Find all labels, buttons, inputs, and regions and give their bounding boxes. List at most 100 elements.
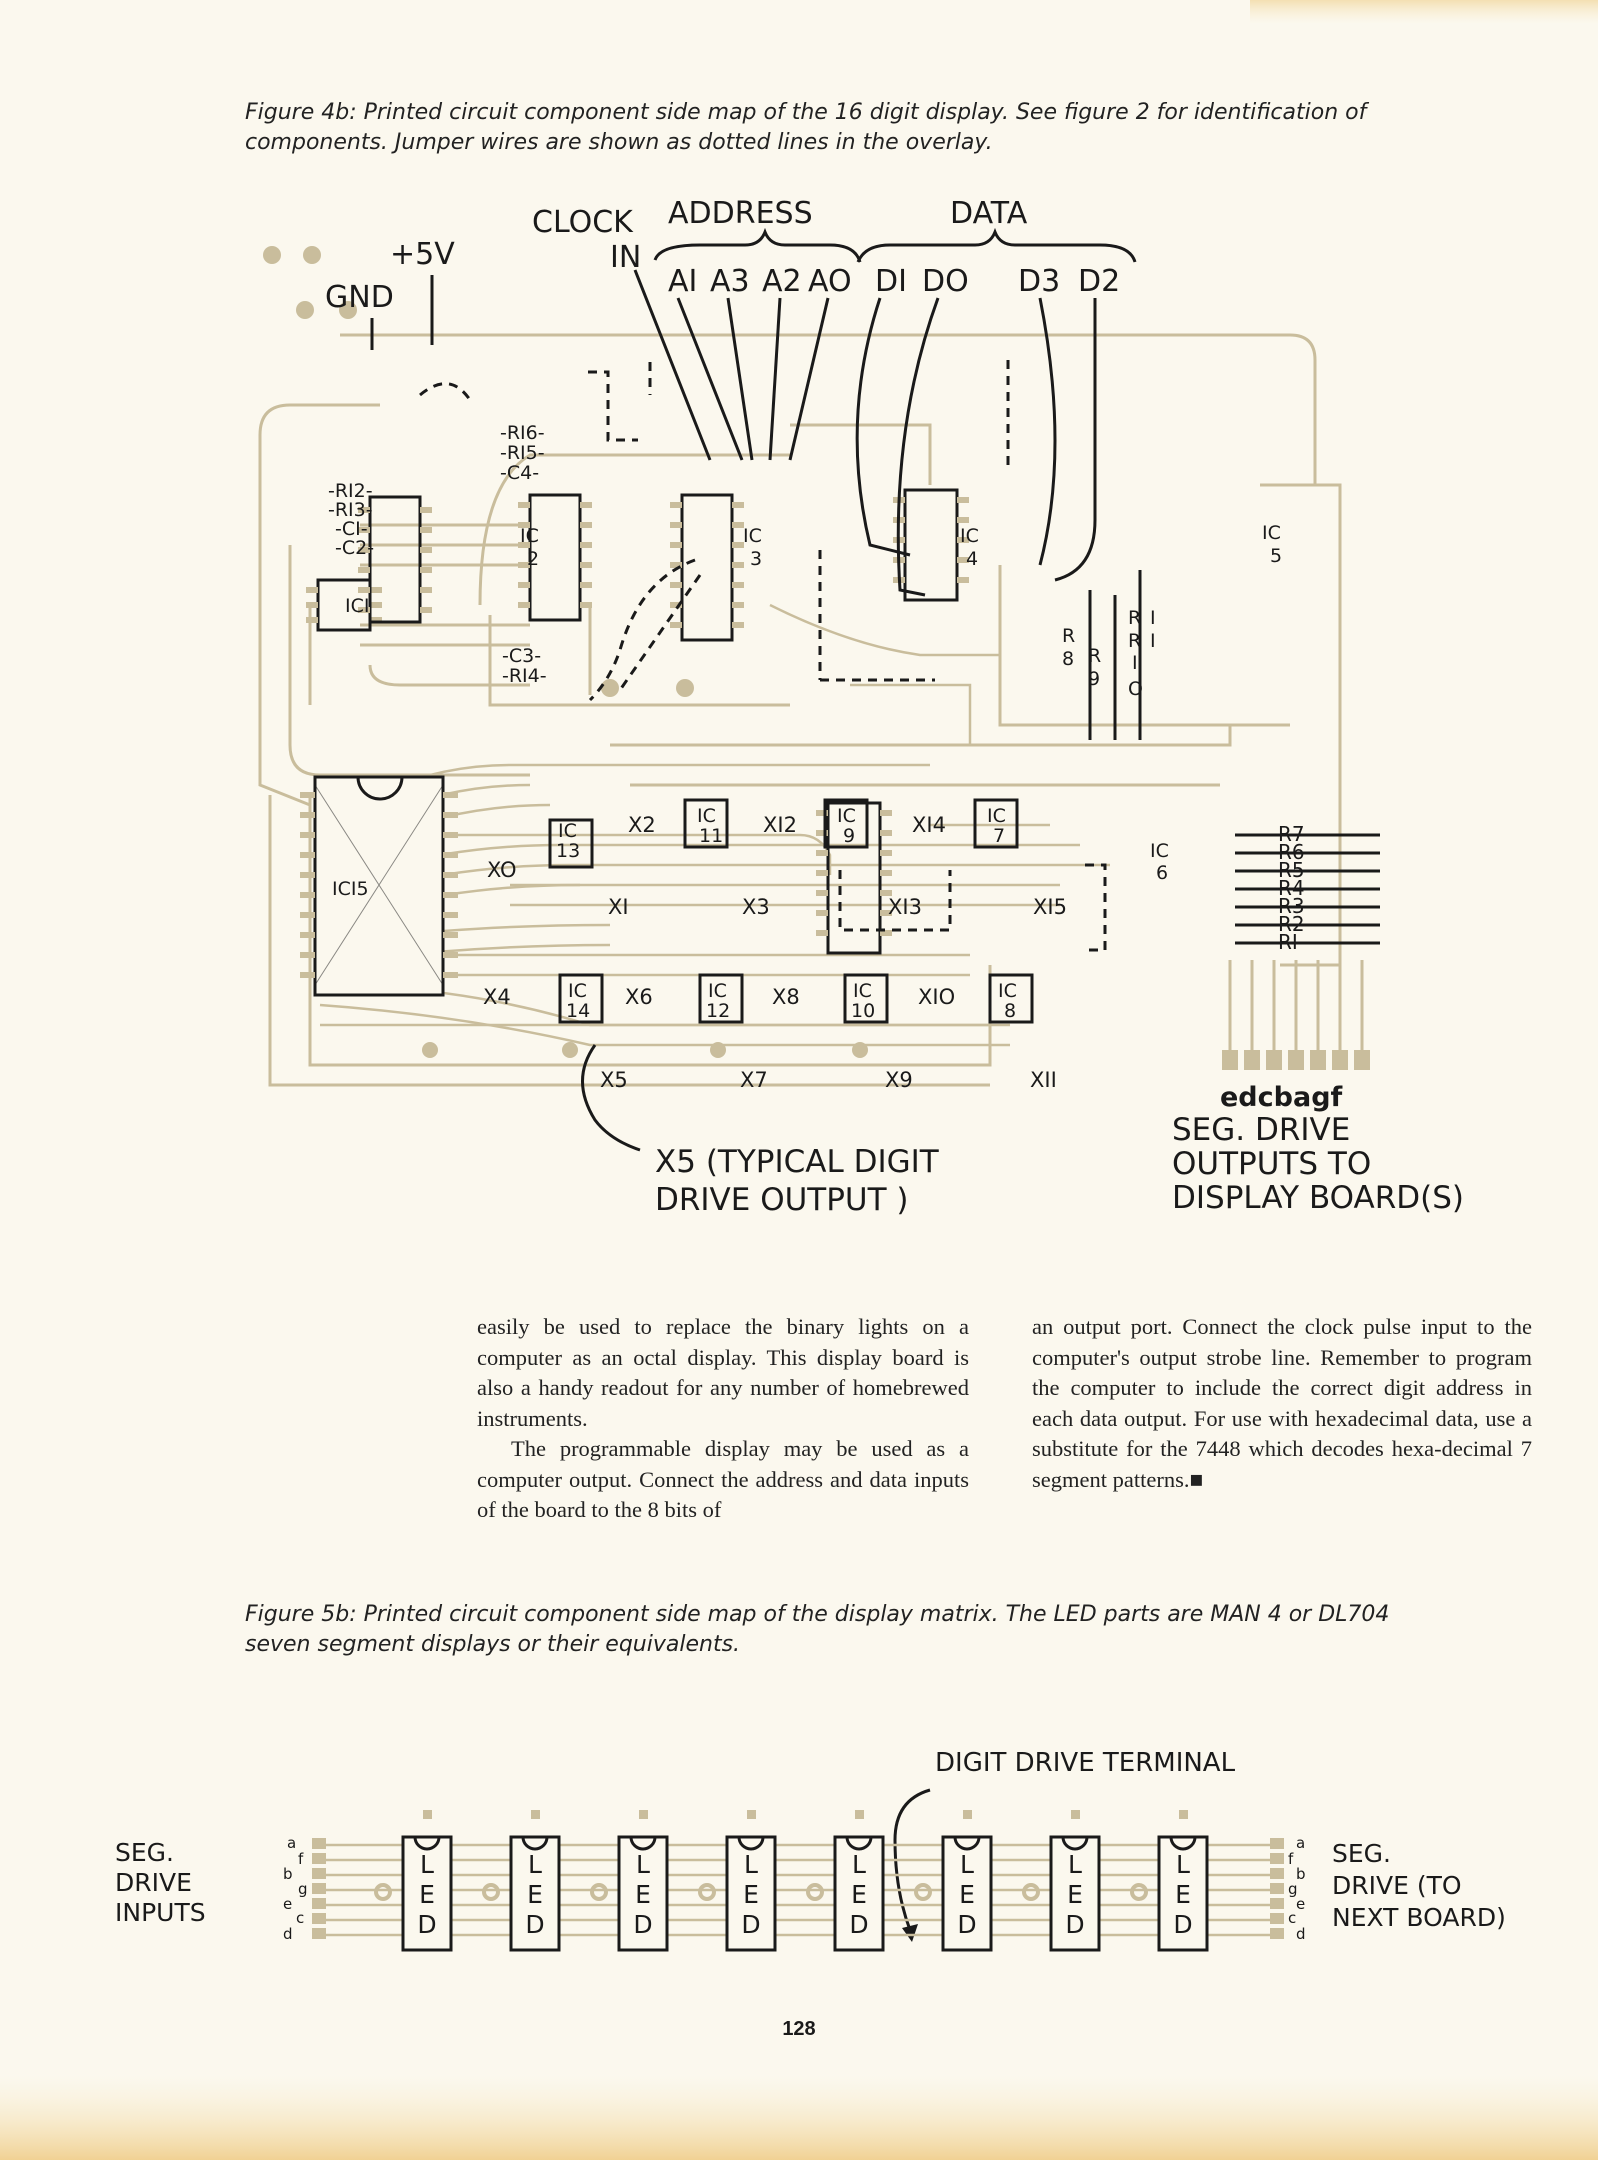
seg-inputs-line-3: INPUTS (115, 1898, 206, 1927)
label-c4: -C4- (500, 462, 540, 484)
led-label-letter: L (960, 1850, 974, 1879)
label-ic9-b: 9 (843, 825, 856, 847)
label-r13: -RI3- (328, 499, 373, 521)
page-number: 128 (782, 2018, 816, 2040)
ic10-chip (843, 973, 889, 1024)
label-ic8-a: IC (998, 980, 1017, 1002)
label-seg-letters: edcbagf (1220, 1082, 1343, 1113)
led-notch (845, 1836, 873, 1851)
label-d0: DO (922, 264, 969, 299)
led-label-letter: D (633, 1910, 652, 1939)
seg-drive-line-2: OUTPUTS TO (1172, 1146, 1372, 1182)
led-digit-package (1157, 1835, 1209, 1952)
label-r8-b: 8 (1062, 648, 1075, 670)
digit-drive-via (1022, 1883, 1040, 1901)
label-x13: XI3 (888, 895, 922, 919)
label-a2: A2 (762, 264, 802, 299)
top-pad (423, 1810, 432, 1819)
label-d3: D3 (1018, 264, 1061, 299)
label-ic11-b: 11 (699, 825, 724, 847)
label-d2: D2 (1078, 264, 1121, 299)
label-ic1: ICI (345, 595, 370, 617)
label-ic6-b: 6 (1156, 862, 1169, 884)
article-left-column: easily be used to replace the binary lig… (477, 1312, 969, 1526)
led-digit-package (941, 1835, 993, 1952)
ic2-chip (358, 495, 432, 624)
top-pad (639, 1810, 648, 1819)
seg-inputs-line-2: DRIVE (115, 1868, 192, 1897)
ic8-chip (988, 973, 1034, 1024)
label-plus5v: +5V (390, 237, 455, 272)
right-pin-pads (1270, 1838, 1284, 1939)
led-label-letter: D (1065, 1910, 1084, 1939)
ic4-chip (670, 493, 744, 642)
digit-drive-via (374, 1883, 392, 1901)
led-label-letter: D (849, 1910, 868, 1939)
led-label-letter: E (1175, 1880, 1191, 1909)
right-pin-letter: d (1296, 1925, 1306, 1943)
label-d1: DI (875, 264, 907, 299)
label-x2: X2 (628, 813, 656, 837)
left-pin-letter: e (283, 1895, 292, 1913)
led-digit-package (617, 1835, 669, 1952)
digit-drive-via (806, 1883, 824, 1901)
seg-drive-line-1: SEG. DRIVE (1172, 1112, 1351, 1148)
x5-note-line-2: DRIVE OUTPUT ) (655, 1182, 909, 1218)
left-pin-letter: c (296, 1909, 304, 1927)
label-ic13-b: 13 (556, 840, 581, 862)
left-pin-letter: a (287, 1834, 296, 1852)
led-label-letter: L (744, 1850, 758, 1879)
label-x12: XI2 (763, 813, 797, 837)
right-pin-letter: c (1288, 1909, 1296, 1927)
label-a3: A3 (710, 264, 750, 299)
label-r14: -RI4- (502, 665, 547, 687)
label-r10-a: R (1128, 630, 1142, 652)
label-ic14-a: IC (568, 980, 587, 1002)
digit-drive-via (914, 1883, 932, 1901)
label-ic14-b: 14 (566, 1000, 591, 1022)
label-r12: -RI2- (328, 480, 373, 502)
figure-4b-circuit-map (258, 246, 1342, 1087)
label-ic12-b: 12 (706, 1000, 731, 1022)
label-ic4-b: 4 (966, 548, 979, 570)
label-c1: -CI- (335, 518, 368, 540)
label-gnd: GND (325, 280, 394, 315)
top-pad (1179, 1810, 1188, 1819)
ic9-chip (823, 798, 869, 849)
article-left-paragraph-2: The programmable display may be used as … (477, 1436, 969, 1522)
label-x14: XI4 (912, 813, 946, 837)
label-x15: XI5 (1033, 895, 1067, 919)
right-pin-letter: f (1288, 1850, 1294, 1868)
label-x0: XO (487, 858, 517, 882)
seg-inputs-line-1: SEG. (115, 1838, 174, 1867)
led-label-letter: E (959, 1880, 975, 1909)
ic11-chip (683, 798, 729, 849)
label-r15: -RI5- (500, 442, 545, 464)
left-pin-letter: d (283, 1925, 293, 1943)
right-pin-letter: a (1296, 1834, 1305, 1852)
seg-drive-inputs-label: SEG. DRIVE INPUTS (115, 1838, 206, 1928)
ic15-chip (300, 775, 458, 997)
label-ic3-a: IC (743, 525, 762, 547)
top-pad (531, 1810, 540, 1819)
top-pad (1071, 1810, 1080, 1819)
digit-drive-via (698, 1883, 716, 1901)
left-pin-letter: b (283, 1865, 293, 1883)
figure-5b-caption: Figure 5b: Printed circuit component sid… (245, 1602, 1390, 1657)
led-digit-package (725, 1835, 777, 1952)
left-pin-letter: g (298, 1880, 308, 1898)
led-label-letter: E (419, 1880, 435, 1909)
digit-drive-via (482, 1883, 500, 1901)
label-x3: X3 (742, 895, 770, 919)
led-label-letter: D (741, 1910, 760, 1939)
led-label-letter: E (851, 1880, 867, 1909)
led-label-letter: D (1173, 1910, 1192, 1939)
label-ic2-b: 2 (527, 548, 540, 570)
digit-drive-via (1130, 1883, 1148, 1901)
led-label-letter: L (528, 1850, 542, 1879)
ic13-chip (548, 818, 594, 869)
x5-note: X5 (TYPICAL DIGIT DRIVE OUTPUT ) (655, 1143, 939, 1219)
label-ic6-a: IC (1150, 840, 1169, 862)
